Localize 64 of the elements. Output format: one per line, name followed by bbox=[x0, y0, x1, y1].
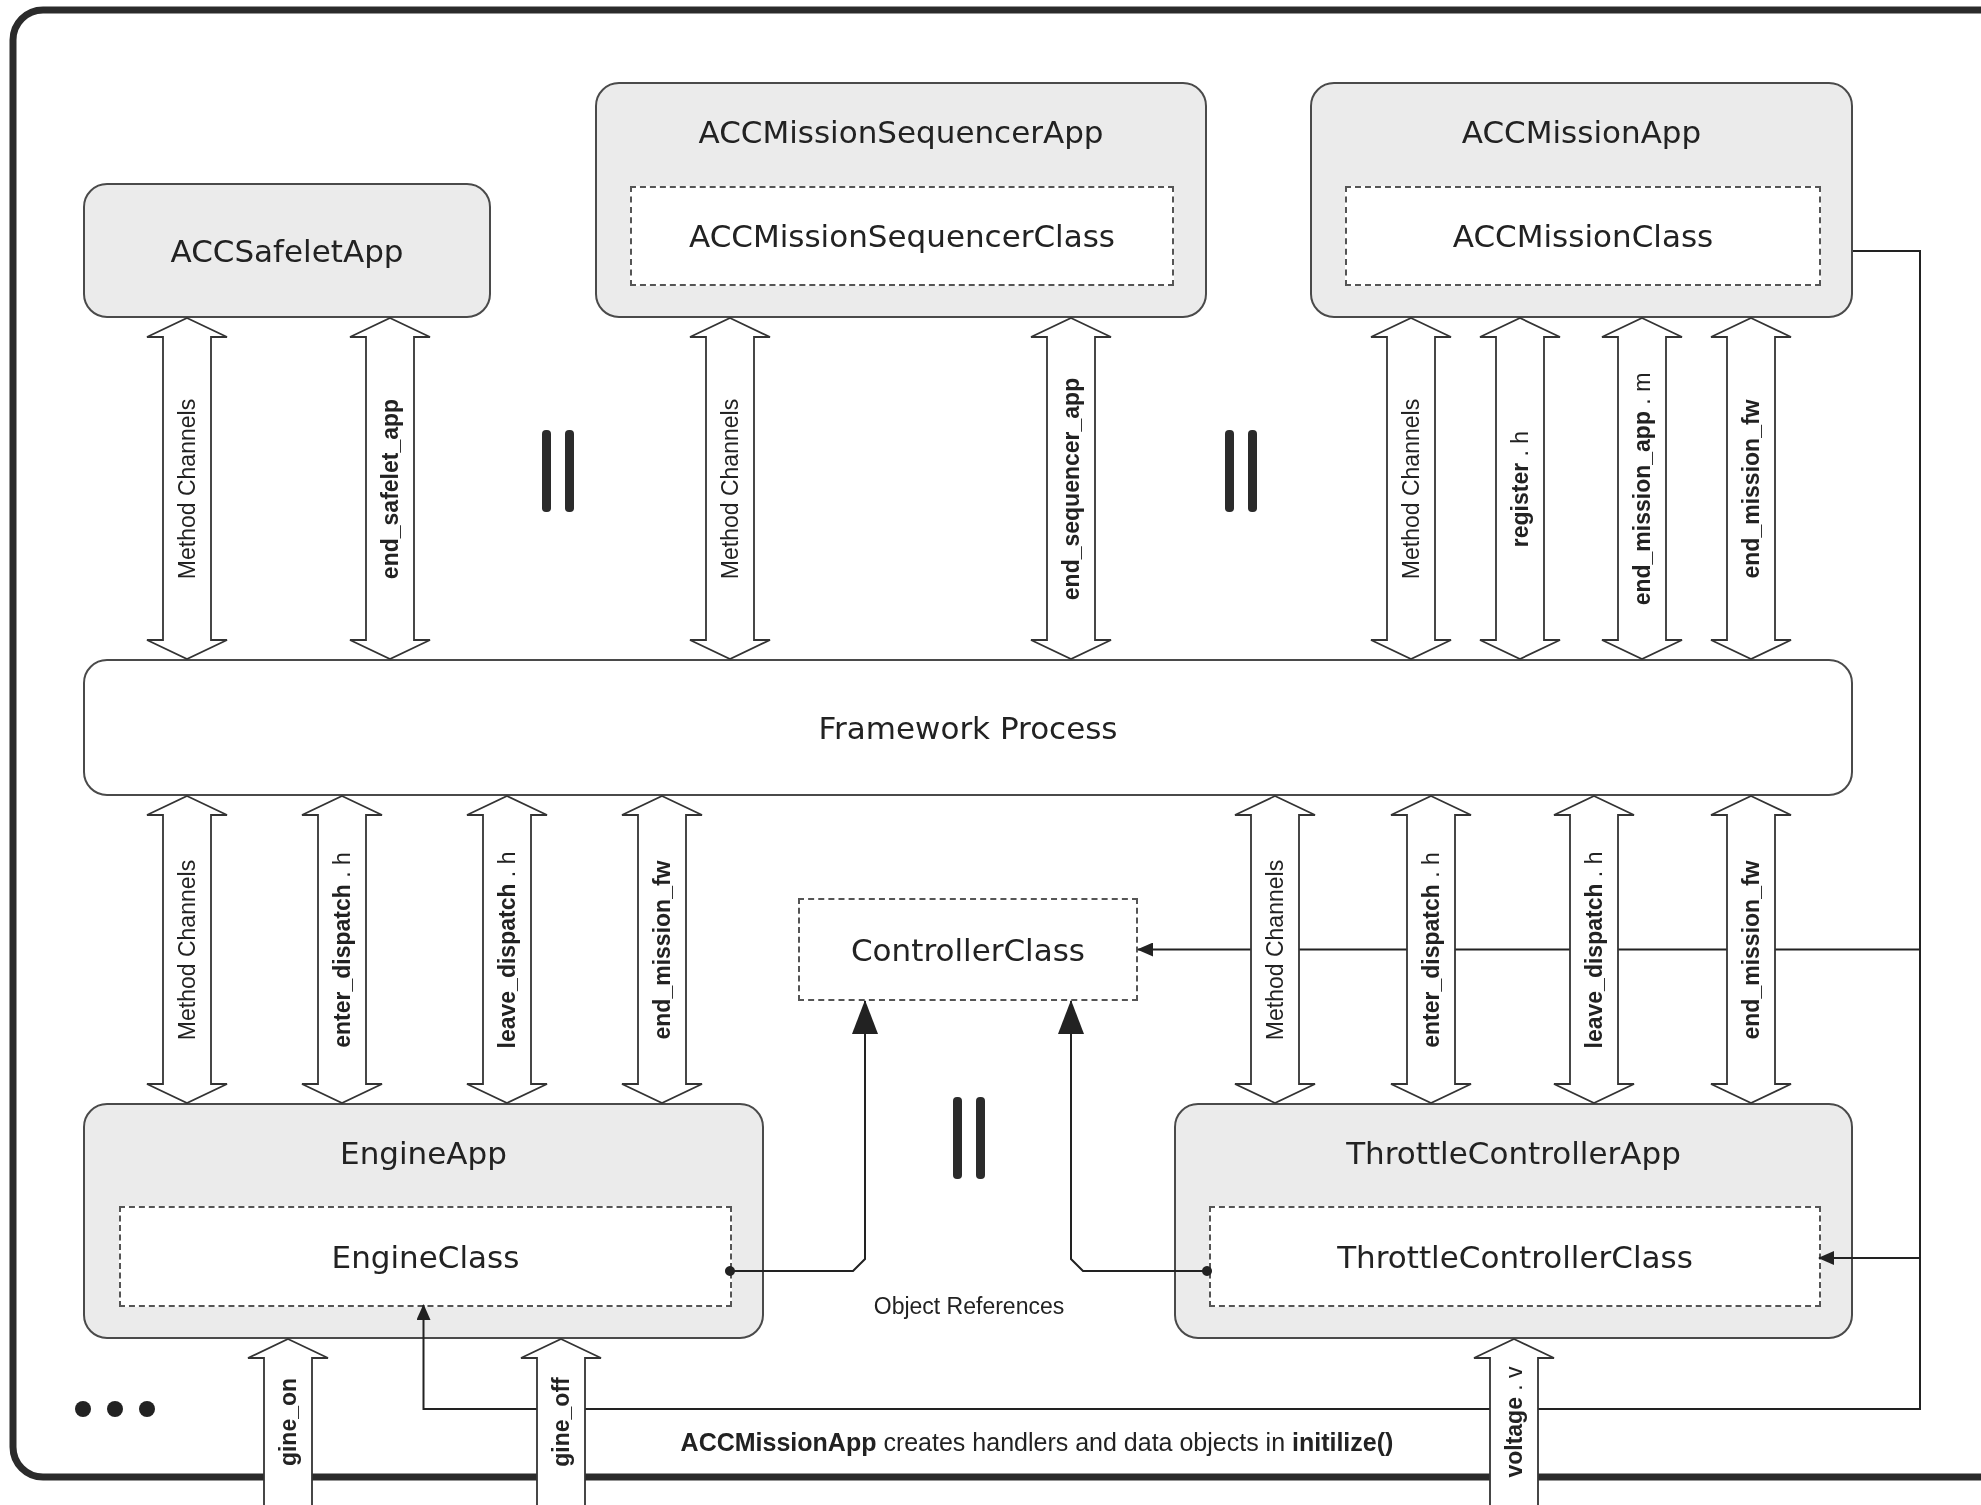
edge-label: end_mission_fw bbox=[1739, 399, 1763, 578]
box-title: EngineApp bbox=[339, 1135, 508, 1171]
class-box bbox=[1345, 186, 1821, 286]
connector-arrow bbox=[416, 250, 1921, 1410]
edge-label: Method Channels bbox=[1399, 398, 1423, 579]
app-box bbox=[83, 183, 491, 318]
edge-label: Method Channels bbox=[1263, 859, 1287, 1040]
class-box bbox=[798, 898, 1138, 1001]
note-text: Object References bbox=[873, 1292, 1065, 1320]
class-box bbox=[119, 1206, 732, 1307]
block-arrow bbox=[247, 1338, 329, 1505]
block-arrow bbox=[1030, 317, 1112, 660]
edge-label: end_safelet_app bbox=[378, 398, 402, 579]
app-box bbox=[595, 82, 1207, 318]
block-arrow bbox=[621, 795, 703, 1104]
edge-label: enter_dispatch . h bbox=[330, 851, 354, 1048]
edge-label: voltage . v bbox=[1502, 1366, 1526, 1478]
edge-label: Method Channels bbox=[718, 398, 742, 579]
box-title: ThrottleControllerApp bbox=[1345, 1135, 1682, 1171]
block-arrow bbox=[1601, 317, 1683, 660]
class-name: ACCMissionClass bbox=[1451, 218, 1715, 254]
edge-label: gine_on bbox=[276, 1377, 300, 1467]
edge-label: leave_dispatch . h bbox=[1582, 851, 1606, 1048]
class-name: ControllerClass bbox=[849, 931, 1086, 968]
block-arrow bbox=[689, 317, 771, 660]
edge-label: enter_dispatch . h bbox=[1419, 851, 1443, 1048]
block-arrow bbox=[349, 317, 431, 660]
app-box bbox=[1174, 1103, 1853, 1339]
edge-label: end_mission_fw bbox=[1739, 860, 1763, 1039]
block-arrow bbox=[146, 795, 228, 1104]
app-box bbox=[1310, 82, 1853, 318]
block-arrow bbox=[146, 317, 228, 660]
block-arrow bbox=[1710, 317, 1792, 660]
box-title: ACCSafeletApp bbox=[169, 232, 405, 269]
edge-label: end_mission_app . m bbox=[1630, 372, 1654, 605]
caption-text: ACCMissionApp creates handlers and data objects in initilize() bbox=[680, 1427, 1394, 1457]
block-arrow bbox=[520, 1338, 602, 1505]
box-title: ACCMissionApp bbox=[1460, 114, 1703, 150]
block-arrow bbox=[301, 795, 383, 1104]
class-box bbox=[1209, 1206, 1821, 1307]
block-arrow bbox=[1234, 795, 1316, 1104]
edge-label: end_mission_fw bbox=[650, 860, 674, 1039]
edge-label: leave_dispatch . h bbox=[495, 851, 519, 1048]
box-title: Framework Process bbox=[817, 709, 1119, 746]
edge-label: end_sequencer_app bbox=[1059, 377, 1083, 600]
class-box bbox=[630, 186, 1174, 286]
edge-label: register . h bbox=[1508, 430, 1532, 547]
edge-label: gine_off bbox=[549, 1377, 573, 1467]
class-name: ThrottleControllerClass bbox=[1336, 1238, 1694, 1275]
edge-label: Method Channels bbox=[175, 859, 199, 1040]
edge-label: Method Channels bbox=[175, 398, 199, 579]
block-arrow bbox=[1370, 317, 1452, 660]
block-arrow bbox=[466, 795, 548, 1104]
app-box bbox=[83, 1103, 764, 1339]
process-box bbox=[83, 659, 1853, 796]
block-arrow bbox=[1390, 795, 1472, 1104]
block-arrow bbox=[1473, 1338, 1555, 1505]
block-arrow bbox=[1553, 795, 1635, 1104]
class-name: ACCMissionSequencerClass bbox=[687, 218, 1117, 254]
class-name: EngineClass bbox=[330, 1238, 521, 1275]
block-arrow bbox=[1710, 795, 1792, 1104]
connector-arrow bbox=[725, 1000, 878, 1276]
block-arrow bbox=[1479, 317, 1561, 660]
box-title: ACCMissionSequencerApp bbox=[697, 114, 1105, 150]
